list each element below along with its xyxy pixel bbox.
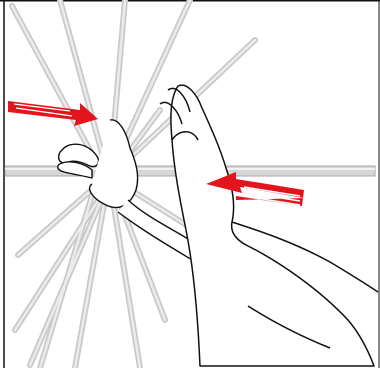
illustration-canvas	[0, 0, 380, 368]
umbrella-instruction-illustration	[0, 0, 380, 368]
